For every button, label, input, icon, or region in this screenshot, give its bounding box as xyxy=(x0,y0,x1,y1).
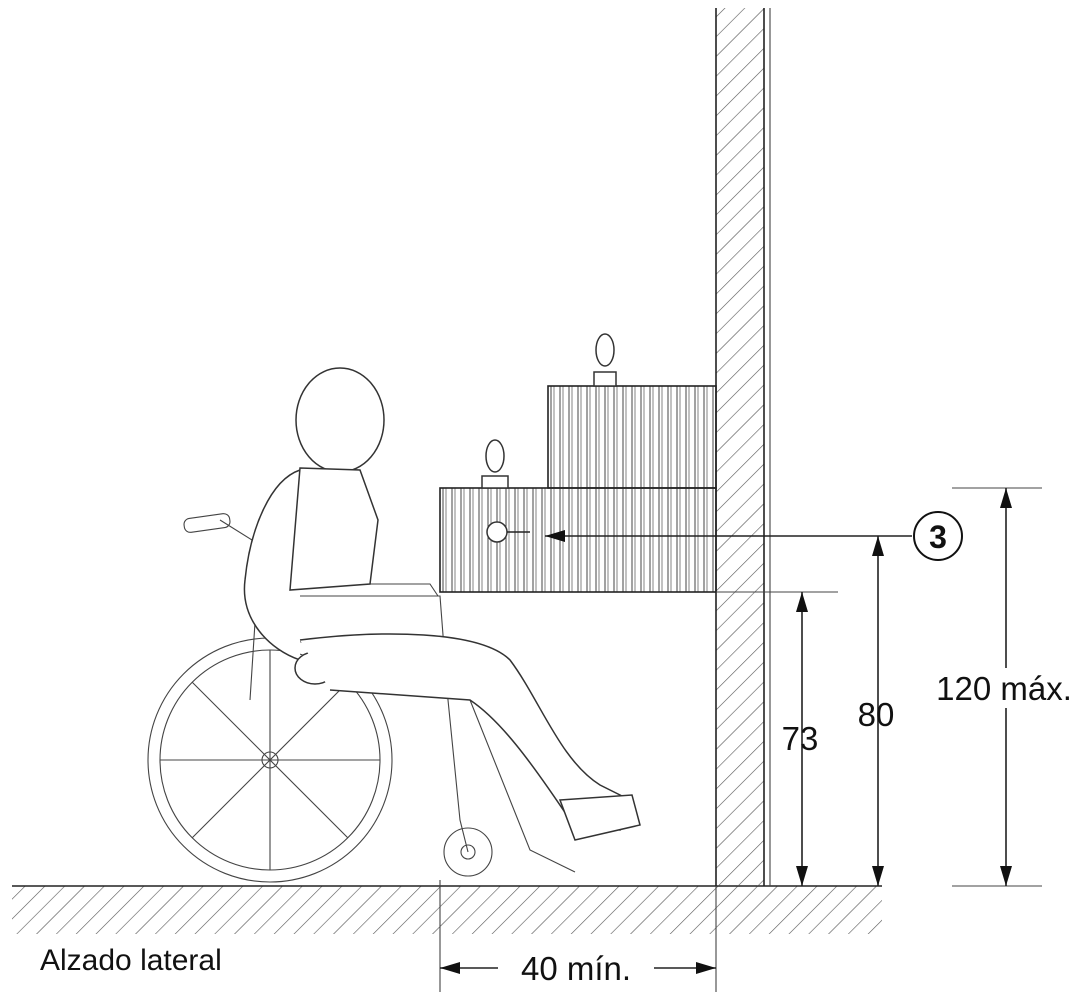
callout-arrowhead xyxy=(545,530,565,542)
arm xyxy=(243,469,301,661)
dim-40-arrow-left xyxy=(440,962,460,974)
caster-hub xyxy=(460,844,476,860)
low-fountain-bubbler xyxy=(485,439,505,473)
dim-120: 120 máx. xyxy=(924,487,1084,887)
wheelchair-user-figure xyxy=(147,367,641,883)
ground-mask xyxy=(12,934,884,942)
footrest-post xyxy=(469,699,576,873)
push-handle xyxy=(183,513,231,533)
low-fountain-body xyxy=(439,487,717,593)
dim-73: 73 xyxy=(716,591,838,886)
high-fountain-body xyxy=(547,385,717,489)
wall-hatch xyxy=(716,8,764,886)
head xyxy=(295,367,385,473)
view-title: Alzado lateral xyxy=(40,944,222,977)
dim-80-label: 80 xyxy=(858,696,895,733)
dim-40-label-bg xyxy=(498,946,654,986)
dim-80-arrow-top xyxy=(872,536,884,556)
callout-number: 3 xyxy=(929,519,947,555)
dim-120-arrow-bottom xyxy=(1000,866,1012,886)
dim-80: 80 xyxy=(858,536,895,886)
caster-wheel xyxy=(443,827,493,877)
callout-3: 3 xyxy=(545,511,963,561)
chair-frame-front xyxy=(280,595,469,853)
high-fountain xyxy=(547,333,717,489)
dim-80-arrow-bottom xyxy=(872,866,884,886)
dim-73-arrow-bottom xyxy=(796,866,808,886)
dim-40-label: 40 mín. xyxy=(521,950,631,987)
high-fountain-valve-base xyxy=(593,371,617,387)
shoe xyxy=(558,794,641,841)
dim-40-arrow-right xyxy=(696,962,716,974)
dim-73-label: 73 xyxy=(782,720,819,757)
torso xyxy=(289,467,379,591)
wheel-spokes xyxy=(160,650,380,870)
legs xyxy=(299,633,631,831)
high-fountain-bubbler xyxy=(595,333,615,367)
ground-hatch xyxy=(12,886,882,934)
wall xyxy=(715,8,771,886)
dim-73-arrow-top xyxy=(796,592,808,612)
dim-120-label-bg xyxy=(924,668,1084,708)
dim-120-label: 120 máx. xyxy=(936,670,1072,707)
dim-120-arrow-top xyxy=(1000,488,1012,508)
low-fountain-valve-base xyxy=(481,475,509,489)
callout-circle xyxy=(913,511,963,561)
low-fountain xyxy=(439,439,717,593)
ground xyxy=(12,885,884,942)
push-button xyxy=(486,521,508,543)
dim-40: 40 mín. xyxy=(439,880,717,992)
